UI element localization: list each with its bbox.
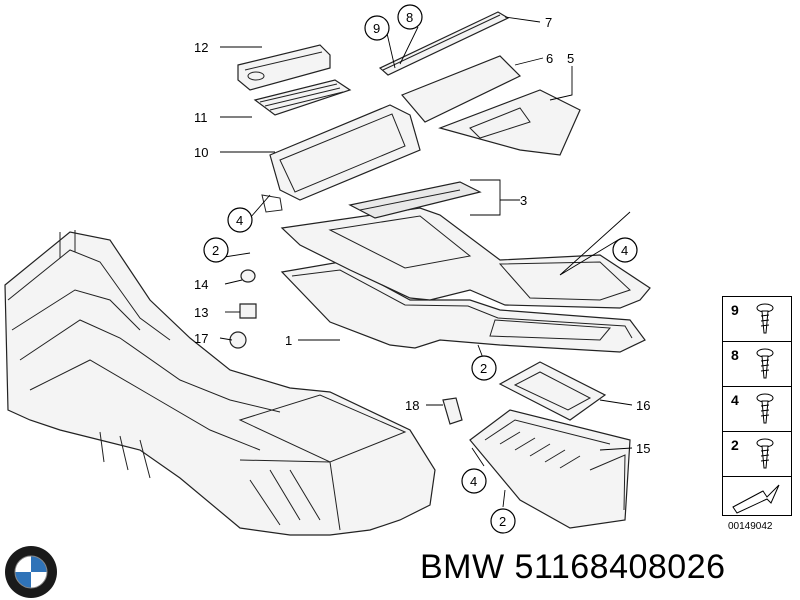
legend-item-8: 8 [722, 341, 792, 387]
legend-number: 8 [731, 347, 739, 363]
callout-2c: 2 [499, 514, 506, 529]
legend-item-2: 2 [722, 431, 792, 477]
part-caption: BMW 51168408026 [420, 548, 726, 587]
bmw-roundel-logo [5, 546, 57, 598]
part-15-armrest-box [469, 409, 631, 529]
legend-item-4: 4 [722, 386, 792, 432]
part-number: 51168408026 [514, 548, 726, 586]
part-16-tray [498, 361, 607, 421]
callout-circle-2c [490, 508, 516, 534]
callout-circle-4a [227, 207, 253, 233]
callout-9: 9 [373, 21, 380, 36]
callout-2b: 2 [480, 361, 487, 376]
part-12-ashtray-insert [237, 44, 331, 91]
legend-number: 9 [731, 302, 739, 318]
callout-circle-2b [471, 355, 497, 381]
callout-3: 3 [520, 193, 527, 208]
callout-6: 6 [546, 51, 553, 66]
callout-4b: 4 [621, 243, 628, 258]
legend-item-arrow [722, 476, 792, 516]
callout-5: 5 [567, 51, 574, 66]
callout-12: 12 [194, 40, 208, 55]
screw-icon [756, 348, 774, 379]
diagram-code: 00149042 [728, 521, 773, 532]
callout-13: 13 [194, 305, 208, 320]
callout-14: 14 [194, 277, 208, 292]
callout-circle-8 [397, 4, 423, 30]
part-13-socket [239, 303, 257, 319]
screw-icon [756, 303, 774, 334]
callout-4a: 4 [236, 213, 243, 228]
part-6-cover [401, 55, 522, 123]
leader-lines [217, 16, 633, 508]
part-7-trim-strip [378, 11, 510, 76]
part-1-trim-panel [280, 261, 646, 353]
callout-circle-4c [461, 468, 487, 494]
screw-icon [756, 393, 774, 424]
callout-2a: 2 [212, 243, 219, 258]
callout-circle-9 [364, 15, 390, 41]
callout-4c: 4 [470, 474, 477, 489]
callout-labels: 12 11 10 4 2 14 13 17 1 9 8 7 6 5 3 4 2 … [194, 4, 650, 534]
part-10-storage-compartment [261, 104, 421, 213]
callout-17: 17 [194, 331, 208, 346]
callout-10: 10 [194, 145, 208, 160]
legend-item-9: 9 [722, 296, 792, 342]
arrow-icon [732, 484, 780, 514]
callout-16: 16 [636, 398, 650, 413]
part-17-clip [229, 331, 247, 349]
callout-8: 8 [406, 10, 413, 25]
callout-circle-4b [612, 237, 638, 263]
callout-7: 7 [545, 15, 552, 30]
fastener-legend: 9 8 4 2 [722, 296, 792, 516]
console-carrier-frame [4, 230, 436, 536]
part-3-center-console-trim [280, 181, 651, 309]
legend-number: 2 [731, 437, 739, 453]
callout-18: 18 [405, 398, 419, 413]
callout-1: 1 [285, 333, 292, 348]
legend-number: 4 [731, 392, 739, 408]
part-14-cap [240, 269, 256, 283]
callout-11: 11 [194, 110, 208, 125]
callout-circle-2a [203, 237, 229, 263]
callout-15: 15 [636, 441, 650, 456]
part-11-grille-tray [253, 79, 352, 116]
part-5-trim-bezel [438, 89, 581, 156]
part-18-bracket [442, 397, 463, 425]
screw-icon [756, 438, 774, 469]
brand-name: BMW [420, 548, 505, 586]
